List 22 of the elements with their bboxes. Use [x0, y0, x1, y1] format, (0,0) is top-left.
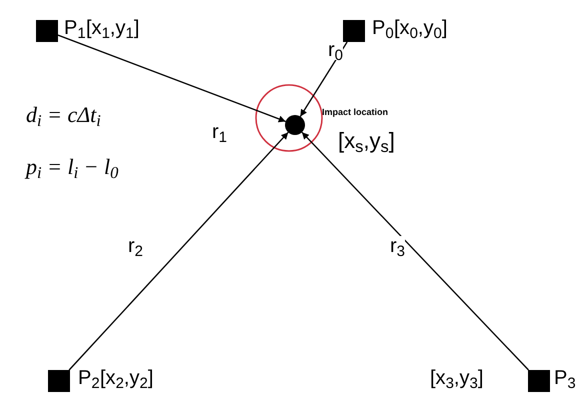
coordinate-label: [x$_{2}$,y$_{2}$]	[100, 368, 154, 388]
edge-label: r$_{3}$	[390, 236, 406, 256]
coordinate-label: [x$_{0}$,y$_{0}$]	[394, 18, 448, 38]
sensor-square	[48, 370, 70, 392]
impact-label: Impact location	[322, 108, 388, 117]
arrow	[68, 132, 289, 370]
coordinate-label: [x$_{3}$,y$_{3}$]	[430, 368, 484, 388]
formula: p$_{i}$ = l$_{i}$ − l$_{0}$	[26, 156, 118, 178]
arrow	[300, 42, 348, 117]
arrow	[58, 34, 286, 122]
sensor-label: P$_{0}$	[372, 18, 394, 38]
sensor-label: P$_{1}$	[64, 18, 86, 38]
formula: d$_{i}$ = cΔt$_{i}$	[26, 104, 101, 126]
impact-point	[285, 115, 305, 135]
coordinate-label: [x$_{s}$,y$_{s}$]	[338, 130, 395, 152]
coordinate-label: [x$_{1}$,y$_{1}$]	[86, 18, 140, 38]
sensor-label: P$_{3}$	[554, 368, 576, 388]
sensor-square	[36, 20, 58, 42]
sensor-label: P$_{2}$	[78, 368, 100, 388]
sensor-square	[343, 20, 365, 42]
arrow	[301, 132, 529, 370]
sensor-square	[528, 370, 550, 392]
